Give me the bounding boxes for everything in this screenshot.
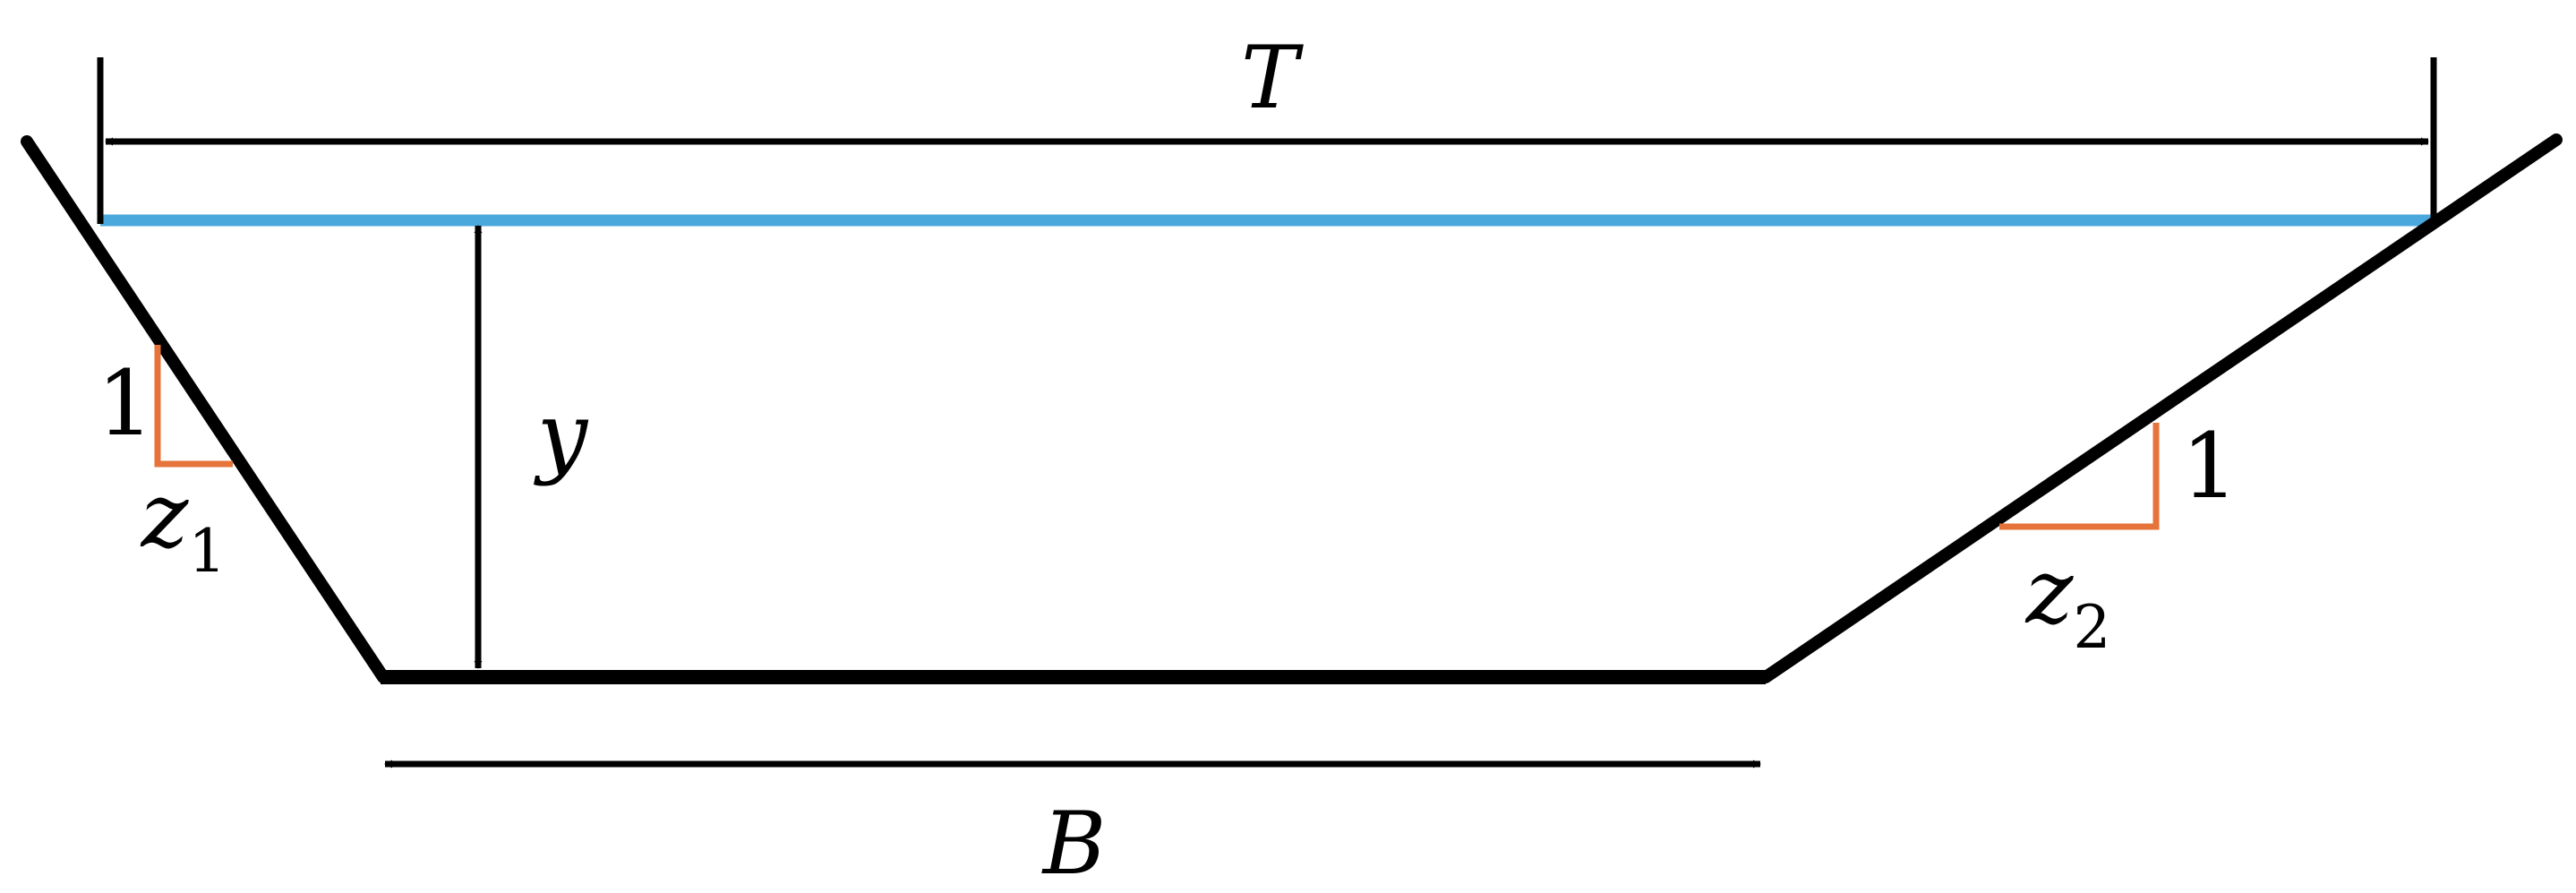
- right-slope-run-label: z2: [2025, 539, 2111, 662]
- channel-profile: [21, 133, 2563, 684]
- left-slope-indicator: 1 z1: [97, 345, 233, 586]
- left-slope-rise-label: 1: [97, 351, 154, 456]
- top-width-dimension: T: [97, 28, 2437, 224]
- right-slope-rise-label: 1: [2181, 414, 2238, 519]
- right-bank: [1759, 133, 2563, 683]
- depth-label: y: [534, 382, 589, 487]
- top-width-label: T: [1241, 28, 1304, 128]
- right-slope-run-subscript: 2: [2073, 593, 2110, 662]
- left-bank: [21, 135, 389, 683]
- left-slope-run-subscript: 1: [188, 517, 226, 586]
- bottom-width-label: B: [1041, 794, 1107, 893]
- bottom-width-dimension: B: [384, 760, 1761, 893]
- right-slope-triangle: [1999, 423, 2160, 530]
- left-slope-triangle: [154, 345, 233, 468]
- right-slope-indicator: 1 z2: [1999, 414, 2238, 662]
- left-slope-run-label: z1: [141, 463, 227, 586]
- depth-dimension: y: [474, 225, 589, 669]
